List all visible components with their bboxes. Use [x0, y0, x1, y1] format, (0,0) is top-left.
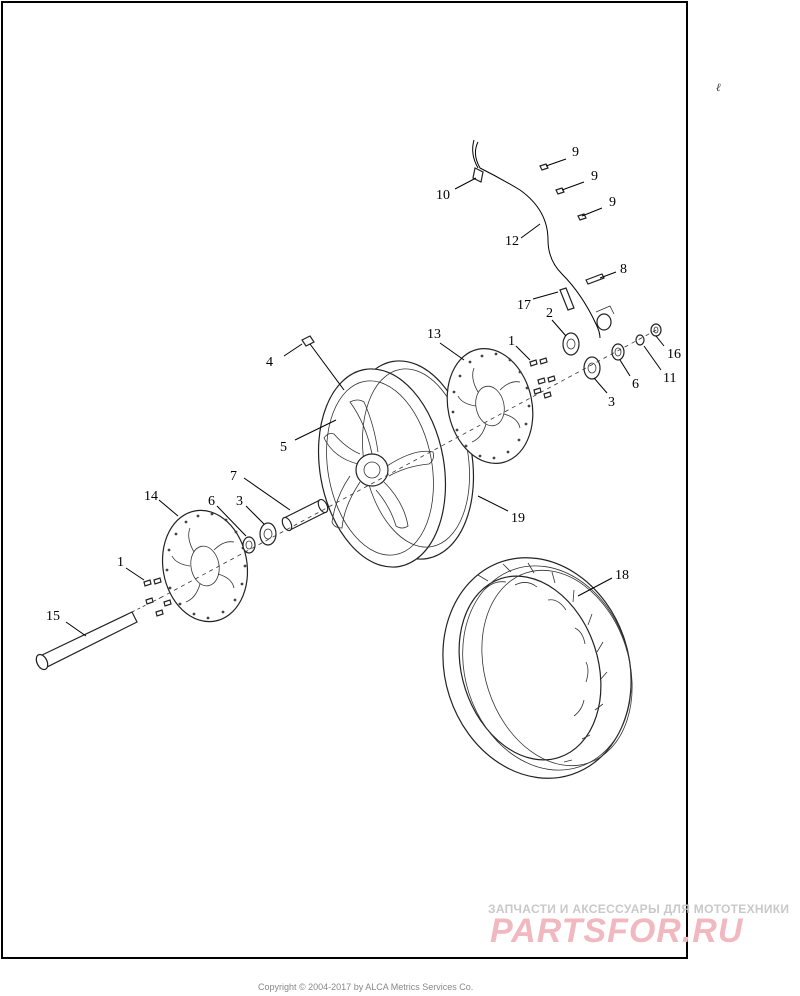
cable-clip-19	[559, 287, 575, 311]
callout-5: 5	[280, 440, 287, 455]
callout-11: 11	[663, 371, 676, 386]
callout-6-right: 6	[632, 377, 639, 392]
spacer-left	[242, 536, 256, 554]
callout-14: 14	[144, 489, 158, 504]
diagram-frame	[1, 1, 688, 959]
callout-9a: 9	[572, 145, 579, 160]
axle	[35, 597, 161, 671]
corner-mark: ℓ	[716, 82, 721, 94]
callout-10: 10	[436, 188, 450, 203]
valve-stem	[301, 335, 345, 391]
callout-6-left: 6	[208, 494, 215, 509]
cable-clip-8	[585, 273, 605, 285]
callout-7: 7	[230, 469, 237, 484]
callout-3-right: 3	[608, 395, 615, 410]
rotor-bolts-right	[529, 357, 556, 399]
callout-13: 13	[427, 327, 441, 342]
callout-3-left: 3	[236, 494, 243, 509]
cable-fasteners-9	[539, 163, 587, 221]
callout-17: 18	[615, 568, 629, 583]
brake-rotor-right	[446, 347, 534, 465]
footer-copyright: Copyright © 2004-2017 by ALCA Metrics Se…	[258, 982, 474, 992]
callout-19: 17	[517, 298, 531, 313]
bearing-right-3	[583, 356, 601, 380]
watermark-logo: PARTSFOR.RU	[490, 912, 744, 950]
bearing-right-2	[562, 332, 580, 356]
callout-9b: 9	[591, 169, 598, 184]
callout-18: 19	[511, 511, 525, 526]
callout-2: 2	[546, 306, 553, 321]
callout-1-left: 1	[117, 555, 124, 570]
leader-lines	[65, 158, 665, 637]
brake-rotor-left	[161, 509, 249, 623]
watermark-tagline: ЗАПЧАСТИ И АКСЕССУАРЫ ДЛЯ МОТОТЕХНИКИ	[488, 902, 790, 916]
callout-9c: 9	[609, 195, 616, 210]
axis-line	[159, 327, 661, 599]
callout-12: 12	[505, 234, 519, 249]
wheel-speed-sensor-cable	[472, 139, 615, 339]
callout-labels: 9 9 9 10 12 8 17 2 1 13 4 16 11 6 3 5 7 …	[46, 145, 681, 624]
callout-15: 16	[667, 347, 681, 362]
washer-11	[635, 334, 645, 346]
callout-8: 8	[620, 262, 627, 277]
tire	[442, 557, 633, 779]
bearing-left	[259, 522, 277, 546]
callout-4: 4	[266, 355, 273, 370]
rotor-bolts-left	[143, 577, 172, 617]
spacer-right-6	[611, 343, 625, 361]
callout-1-right: 1	[508, 334, 515, 349]
callout-16: 15	[46, 609, 60, 624]
spacer	[281, 498, 329, 532]
